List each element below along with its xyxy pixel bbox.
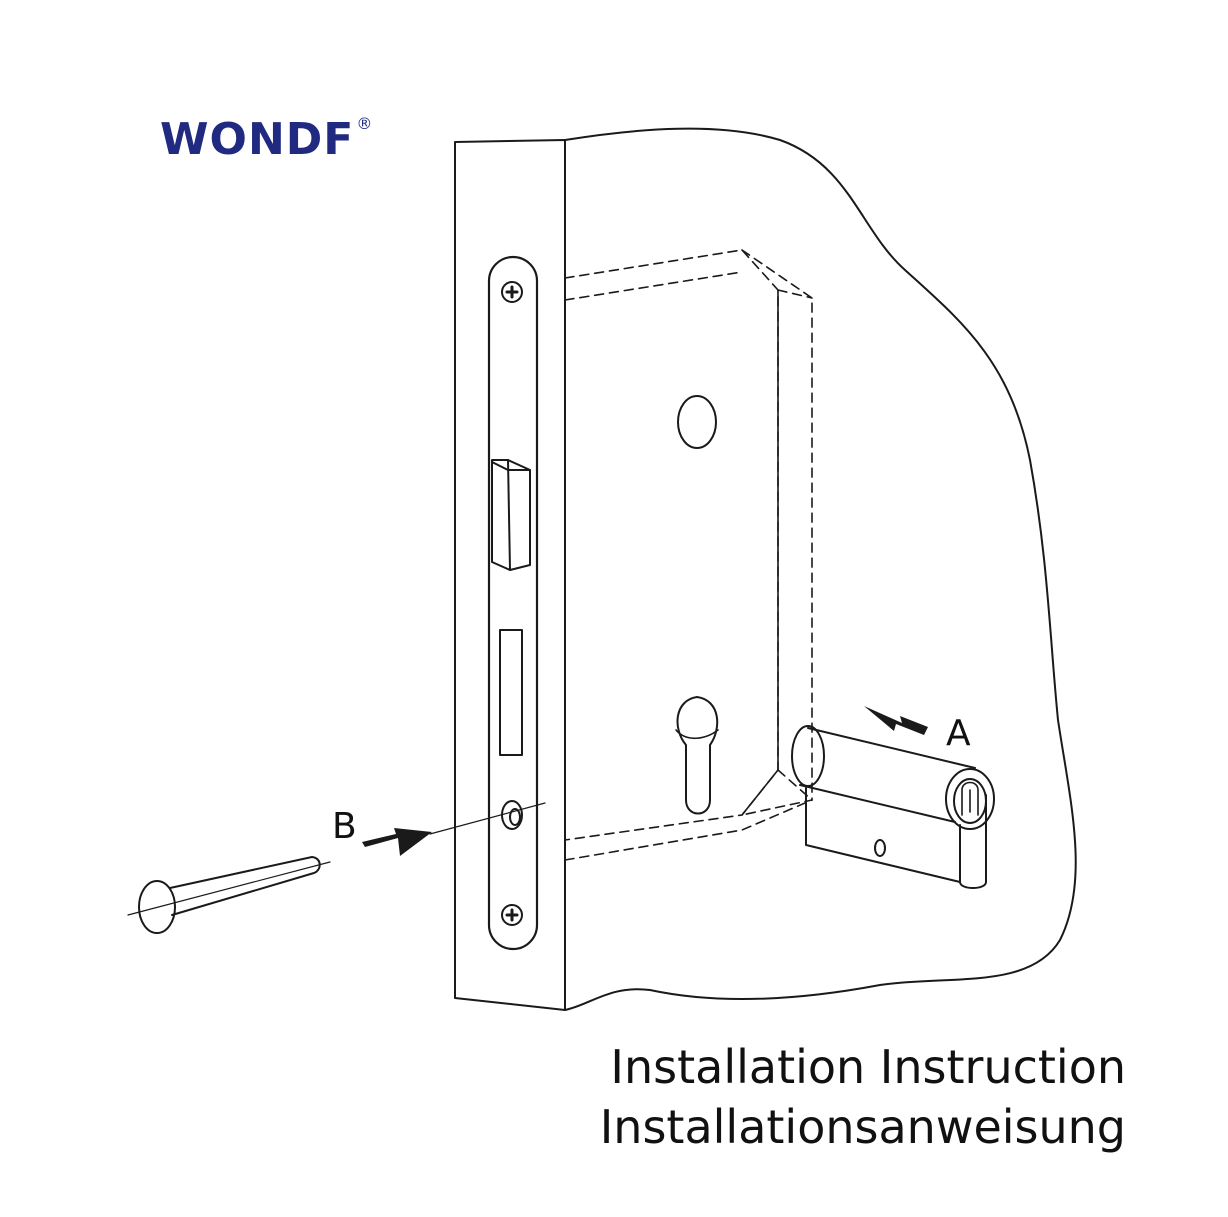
door-edge xyxy=(454,139,566,1011)
fixing-screw xyxy=(138,856,321,934)
arrow-label-a: A xyxy=(946,713,971,754)
registered-mark: ® xyxy=(356,114,374,133)
brand-name: WONDF xyxy=(160,114,355,165)
arrow-icon xyxy=(864,706,928,735)
arrow-label-b: B xyxy=(332,806,357,847)
door-outline xyxy=(564,127,1077,1011)
caption-english: Installation Instruction xyxy=(610,1040,1126,1094)
cylinder-keyhole xyxy=(676,696,719,815)
arrow-icon xyxy=(362,828,432,856)
brand-logo: WONDF® xyxy=(160,116,373,162)
faceplate xyxy=(487,255,539,951)
mortise-pocket-hidden xyxy=(564,249,813,861)
phillips-screw-icon xyxy=(501,904,523,926)
euro-cylinder xyxy=(791,725,995,889)
caption-german: Installationsanweisung xyxy=(599,1100,1126,1154)
latch-bolt xyxy=(491,459,531,571)
fixing-screw-hole xyxy=(501,800,523,830)
screw-axis-line xyxy=(127,802,546,916)
spindle-hole xyxy=(677,395,717,449)
deadbolt-slot xyxy=(499,629,523,756)
phillips-screw-icon xyxy=(501,281,523,303)
